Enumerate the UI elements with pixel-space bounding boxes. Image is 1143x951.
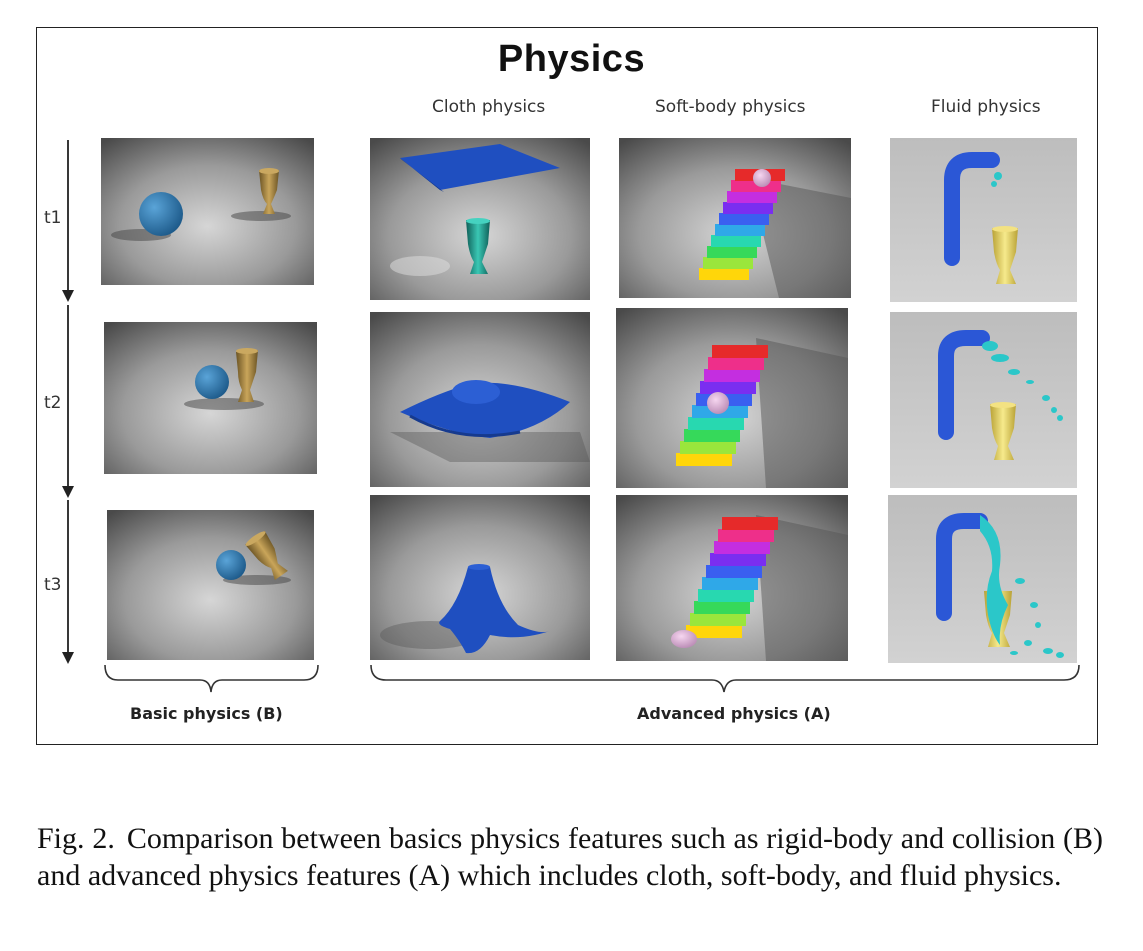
panel-cloth-t2 bbox=[370, 312, 590, 487]
panel-fluid-t1 bbox=[890, 138, 1077, 302]
pipe bbox=[936, 513, 988, 621]
caption-label: Fig. 2. bbox=[37, 822, 115, 855]
pipe bbox=[944, 152, 1000, 266]
panel-fluid-t3 bbox=[888, 495, 1077, 663]
vase bbox=[990, 402, 1016, 460]
figure-title: Physics bbox=[497, 38, 646, 80]
panel-basic-t2 bbox=[104, 322, 317, 474]
vase bbox=[466, 218, 490, 274]
ball bbox=[195, 365, 229, 399]
panel-cloth-t1 bbox=[370, 138, 590, 300]
caption-text: Comparison between basics physics featur… bbox=[37, 822, 1103, 892]
panel-fluid-t2 bbox=[890, 312, 1077, 488]
ball bbox=[216, 550, 246, 580]
soft-ball bbox=[707, 392, 729, 414]
time-label-t3: t3 bbox=[44, 575, 62, 595]
time-label-t1: t1 bbox=[44, 208, 62, 228]
cloth bbox=[400, 382, 570, 438]
ball bbox=[139, 192, 183, 236]
water-stream bbox=[982, 341, 1063, 421]
pipe bbox=[938, 330, 990, 440]
group-label-basic: Basic physics (B) bbox=[130, 704, 283, 723]
water-stream bbox=[980, 515, 1064, 658]
time-label-t2: t2 bbox=[44, 393, 62, 413]
cloth bbox=[400, 144, 560, 190]
panel-basic-t3 bbox=[107, 510, 314, 660]
vase bbox=[245, 530, 288, 581]
soft-ball bbox=[753, 169, 771, 187]
panel-soft-body-t2 bbox=[616, 308, 848, 488]
group-label-advanced: Advanced physics (A) bbox=[637, 704, 831, 723]
panel-cloth-t3 bbox=[370, 495, 590, 660]
panel-soft-body-t1 bbox=[619, 138, 851, 298]
column-header-cloth: Cloth physics bbox=[432, 97, 546, 117]
soft-ball bbox=[671, 630, 697, 648]
stairs bbox=[699, 169, 785, 280]
cloth bbox=[439, 567, 550, 654]
vase bbox=[259, 168, 279, 214]
stairs bbox=[686, 517, 778, 638]
column-header-fluid: Fluid physics bbox=[931, 97, 1041, 117]
column-header-soft-body: Soft-body physics bbox=[655, 97, 806, 117]
panel-basic-t1 bbox=[101, 138, 314, 285]
vase bbox=[992, 226, 1018, 284]
panel-soft-body-t3 bbox=[616, 495, 848, 661]
stairs bbox=[676, 345, 768, 466]
figure-caption: Fig. 2.Comparison between basics physics… bbox=[37, 820, 1103, 894]
vase bbox=[236, 348, 258, 402]
